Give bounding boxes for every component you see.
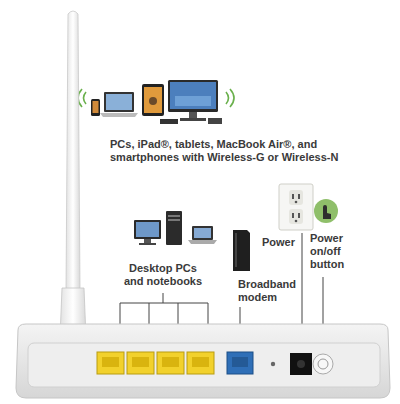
desktop-pcs-icon [134, 211, 217, 245]
power-switch [313, 354, 333, 374]
modem-label: Broadband modem [238, 278, 304, 304]
button-label: Power on/off button [310, 232, 352, 271]
power-button-icon [314, 199, 338, 223]
modem-icon [233, 230, 250, 271]
desktop-label: Desktop PCs and notebooks [120, 262, 206, 288]
wireless-devices-icon [78, 80, 234, 124]
antenna [60, 11, 86, 338]
power-label: Power [262, 236, 302, 249]
power-outlet-icon [279, 184, 313, 230]
power-jack [290, 353, 312, 375]
devices-label: PCs, iPad®, tablets, MacBook Air®, and s… [110, 138, 376, 164]
lan-ports [97, 352, 214, 374]
wan-port [227, 352, 253, 374]
router-body [16, 324, 390, 398]
reset-hole [271, 362, 275, 366]
leader-lines [120, 233, 323, 325]
